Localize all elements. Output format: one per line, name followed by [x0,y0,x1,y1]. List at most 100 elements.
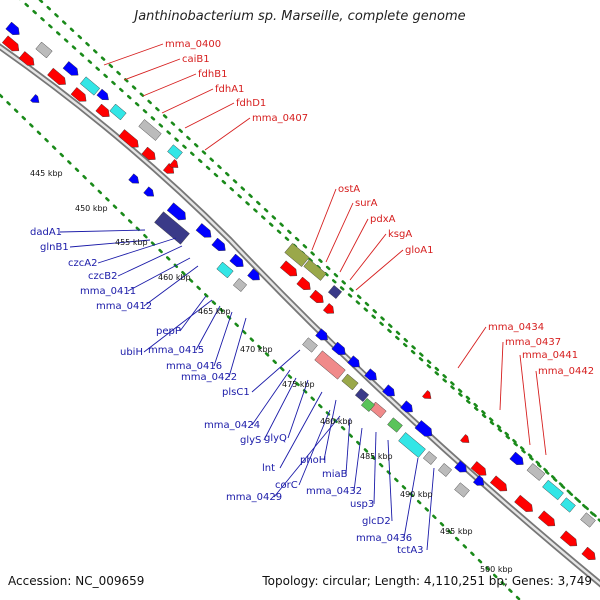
blue-gene-label: glnB1 [40,242,69,253]
reverse-gene-21-shape [509,451,524,465]
blue-gene-label: czcB2 [88,271,117,282]
blue-gene-label: corC [275,480,298,491]
category-gene-3-shape [109,103,127,121]
reverse-gene-5 [128,173,140,184]
forward-gene-15 [514,494,533,512]
blue-gene-label: mma_0412 [96,301,152,312]
dotted-guide-3 [19,0,600,522]
kbp-tick-label: 460 kbp [158,273,191,282]
forward-gene-14-shape [489,475,508,492]
blue-leader-8 [143,299,213,353]
red-gene-label: mma_0442 [538,366,594,377]
category-gene-10-shape [303,259,327,281]
forward-gene-6-shape [118,129,139,148]
category-gene-18-shape [387,417,403,433]
accession-text: Accession: NC_009659 [8,574,145,588]
forward-gene-10 [296,276,311,290]
reverse-gene-17 [400,400,413,413]
category-gene-25 [560,497,576,513]
forward-gene-7 [141,146,156,160]
forward-gene-12 [322,303,335,314]
forward-gene-3 [47,67,66,85]
label-leader-lines [59,43,547,551]
category-gene-24 [542,479,564,501]
kbp-tick-label: 480 kbp [320,417,353,426]
blue-leader-23 [387,439,393,522]
category-gene-19 [398,432,426,458]
forward-gene-18-shape [581,546,596,560]
blue-gene-label: glyQ [264,433,287,444]
category-gene-14-shape [341,373,359,391]
reverse-gene-19-shape [454,460,467,473]
category-gene-22-shape [454,482,470,498]
blue-leader-1 [59,229,146,233]
category-gene-11-shape [327,285,343,299]
category-gene-3 [109,103,127,121]
blue-leader-24 [403,457,419,539]
category-gene-7-shape [216,261,234,279]
reverse-gene-3-shape [96,88,109,101]
category-gene-20-shape [422,451,438,465]
forward-gene-20-shape [422,390,432,399]
map-title: Janthinobacterium sp. Marseille, complet… [134,9,466,24]
category-gene-1-shape [35,41,53,59]
blue-gene-label: ubiH [120,347,143,358]
red-leader-8 [325,202,354,263]
red-leader-1 [103,43,164,66]
blue-gene-label: czcA2 [68,258,97,269]
category-gene-26 [580,512,596,528]
red-gene-label: mma_0407 [252,113,308,124]
category-gene-26-shape [580,512,596,528]
backbone-outer [0,43,600,588]
blue-leader-20 [345,417,351,475]
blue-gene-label: mma_0416 [166,361,222,372]
kbp-tick-label: 470 kbp [240,345,273,354]
reverse-gene-14-shape [347,355,360,368]
blue-leader-22 [373,431,377,505]
reverse-gene-19 [454,460,467,473]
red-gene-label: ksgA [388,229,412,240]
blue-leader-2 [69,239,151,248]
category-gene-4 [138,119,162,141]
red-leader-15 [535,370,547,456]
category-gene-25-shape [560,497,576,513]
category-gene-6-shape [154,211,190,245]
forward-gene-13 [470,461,487,476]
kbp-tick-label: 475 kbp [282,380,315,389]
category-gene-11 [327,285,343,299]
genome-summary-text: Topology: circular; Length: 4,110,251 bp… [262,574,592,588]
forward-gene-14 [489,475,508,492]
reverse-gene-13-shape [331,341,346,355]
forward-gene-20 [422,390,432,399]
forward-gene-5 [95,103,110,117]
category-gene-1 [35,41,53,59]
reverse-gene-18 [414,420,433,437]
blue-leader-4 [117,245,183,277]
forward-gene-18 [581,546,596,560]
reverse-gene-12-shape [315,328,328,341]
blue-leader-25 [426,467,435,551]
kbp-tick-label: 450 kbp [75,204,108,213]
category-gene-19-shape [398,432,426,458]
forward-gene-15-shape [514,494,533,512]
category-gene-17 [360,398,376,412]
reverse-gene-1-shape [5,21,20,35]
blue-gene-label: mma_0422 [181,372,237,383]
red-gene-label: mma_0434 [488,322,544,333]
reverse-gene-15 [364,368,377,381]
blue-leader-9 [195,305,221,351]
reverse-gene-7-shape [166,202,186,221]
red-leader-11 [355,249,404,291]
reverse-gene-15-shape [364,368,377,381]
red-leader-6 [204,117,251,151]
forward-gene-9-shape [279,260,298,277]
category-gene-2-shape [79,76,101,96]
dotted-guide-1 [38,0,600,523]
reverse-gene-8-shape [195,223,212,238]
category-gene-12 [302,337,318,353]
category-gene-24-shape [542,479,564,501]
category-gene-5-shape [167,144,183,160]
reverse-gene-5-shape [128,173,140,184]
forward-gene-13-shape [470,461,487,476]
